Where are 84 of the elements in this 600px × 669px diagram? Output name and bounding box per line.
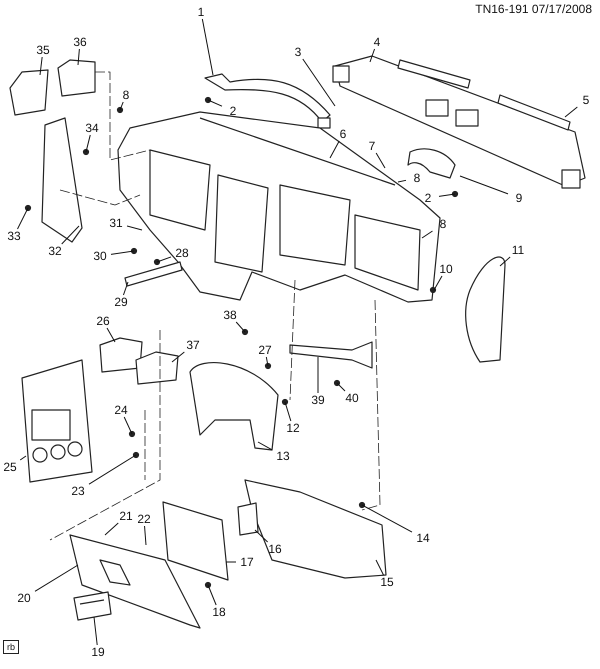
callout-number: 26: [92, 314, 114, 328]
callout-number: 14: [412, 531, 434, 545]
leader-line: [236, 322, 246, 332]
leader-line: [88, 454, 136, 485]
leader-line: [376, 560, 384, 576]
callout-number: 13: [272, 449, 294, 463]
leader-line: [208, 584, 217, 606]
leader-line: [336, 382, 346, 392]
callout-number: 10: [435, 262, 457, 276]
callout-number: 29: [110, 295, 132, 309]
callout-number: 40: [341, 391, 363, 405]
leader-line: [362, 504, 412, 533]
leader-line: [34, 564, 78, 592]
leader-line: [156, 256, 172, 262]
leader-line: [122, 282, 128, 296]
leader-line: [61, 226, 80, 244]
callout-number: 19: [87, 645, 109, 659]
leader-line: [110, 250, 134, 255]
callout-number: 8: [406, 171, 428, 185]
callout-number: 5: [575, 93, 597, 107]
leader-line: [126, 225, 142, 230]
callout-number: 20: [13, 591, 35, 605]
callout-number: 3: [287, 45, 309, 59]
callout-number: 34: [81, 121, 103, 135]
callout-number: 31: [105, 216, 127, 230]
callout-number: 11: [507, 243, 529, 257]
leader-line: [258, 442, 272, 450]
leader-line: [202, 18, 214, 76]
callout-number: 2: [222, 104, 244, 118]
callout-number: 9: [508, 191, 530, 205]
leader-line: [398, 180, 406, 182]
leader-line: [40, 56, 43, 76]
leader-line: [564, 106, 578, 118]
leader-line: [330, 140, 340, 158]
callout-number: 27: [254, 343, 276, 357]
callout-number: 18: [208, 605, 230, 619]
drawing-code-tag: rb: [3, 640, 20, 654]
callout-number: 23: [67, 484, 89, 498]
leader-line: [422, 230, 433, 238]
callout-number: 28: [171, 246, 193, 260]
leader-line: [284, 402, 292, 422]
callout-number: 25: [0, 460, 21, 474]
leader-line: [172, 352, 185, 362]
leader-line: [500, 256, 511, 266]
callout-number: 12: [282, 421, 304, 435]
leader-line: [438, 194, 456, 197]
leader-line: [124, 416, 132, 434]
leader-line: [120, 102, 124, 110]
leader-line: [106, 328, 116, 342]
callout-number: 4: [366, 35, 388, 49]
drawing-reference: TN16-191 07/17/2008: [475, 2, 592, 16]
callout-number: 33: [3, 229, 25, 243]
callout-number: 39: [307, 393, 329, 407]
callout-number: 7: [361, 139, 383, 153]
callout-number: 36: [69, 35, 91, 49]
leader-line: [17, 208, 28, 230]
leader-line: [78, 48, 80, 66]
leader-line: [104, 522, 119, 536]
callout-number: 24: [110, 403, 132, 417]
callout-number: 8: [115, 88, 137, 102]
callout-number: 32: [44, 244, 66, 258]
leader-line: [208, 100, 222, 107]
leader-line: [254, 530, 268, 542]
callout-number: 2: [417, 191, 439, 205]
callout-number: 35: [32, 43, 54, 57]
leader-line: [94, 616, 98, 646]
leader-line: [144, 526, 146, 546]
leader-line: [460, 176, 508, 194]
callout-number: 30: [89, 249, 111, 263]
leader-line: [20, 456, 26, 460]
leader-line: [266, 356, 268, 366]
leader-line: [86, 134, 91, 152]
callout-number: 38: [219, 308, 241, 322]
callout-number: 8: [432, 217, 454, 231]
leader-line: [302, 58, 336, 106]
callout-number: 16: [264, 542, 286, 556]
callout-number: 15: [376, 575, 398, 589]
callout-number: 37: [182, 338, 204, 352]
callout-number: 1: [190, 5, 212, 19]
callout-number: 17: [236, 555, 258, 569]
leader-line: [370, 48, 376, 62]
callout-number: 6: [332, 127, 354, 141]
leader-line: [434, 276, 442, 290]
leader-line: [376, 152, 386, 168]
